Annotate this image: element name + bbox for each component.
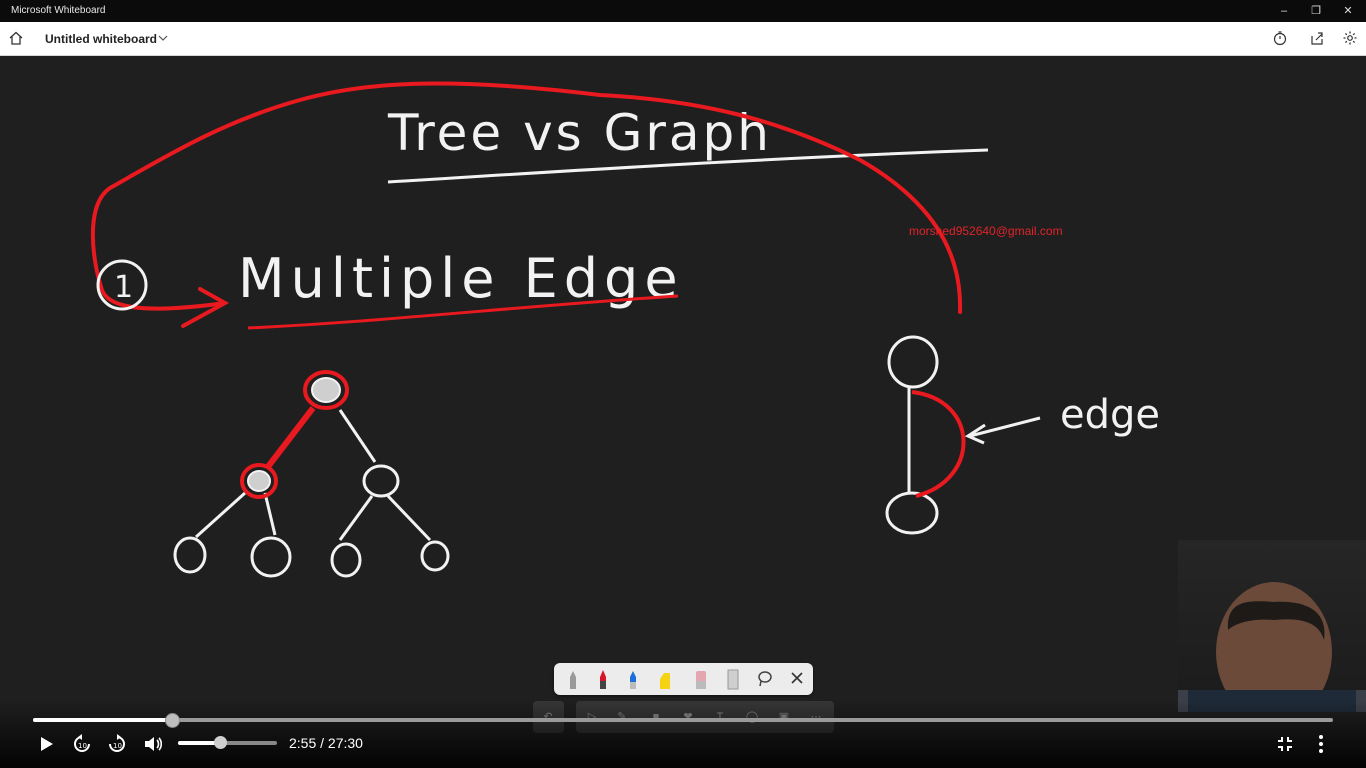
- volume-level: [178, 741, 220, 745]
- pen-blue-icon[interactable]: [620, 667, 646, 691]
- red-arrow-head: [181, 287, 230, 328]
- more-options-icon[interactable]: [1310, 733, 1332, 755]
- close-toolbar-icon[interactable]: [784, 667, 810, 691]
- share-icon[interactable]: [1309, 30, 1325, 46]
- seek-thumb[interactable]: [164, 713, 180, 728]
- close-window-button[interactable]: ✕: [1343, 5, 1353, 17]
- inking-toolbar: [554, 663, 813, 695]
- volume-slider[interactable]: [178, 736, 277, 749]
- pen-black-icon[interactable]: [560, 667, 586, 691]
- whiteboard-appbar: Untitled whiteboard: [0, 22, 1366, 56]
- play-icon[interactable]: [35, 733, 57, 755]
- exit-fullscreen-icon[interactable]: [1274, 733, 1296, 755]
- tree-diagram: [173, 370, 450, 578]
- settings-gear-icon[interactable]: [1342, 30, 1358, 46]
- eraser-icon[interactable]: [688, 667, 714, 691]
- subheading-ink: Multiple Edge: [238, 247, 684, 310]
- timer-icon[interactable]: [1272, 30, 1288, 46]
- home-icon[interactable]: [8, 30, 24, 46]
- restore-button[interactable]: ❐: [1311, 5, 1321, 17]
- board-title[interactable]: Untitled whiteboard: [45, 32, 157, 46]
- seek-bar[interactable]: [33, 713, 1333, 728]
- ruler-icon[interactable]: [720, 667, 746, 691]
- point-circle: [96, 259, 148, 311]
- video-controls-bar: [0, 700, 1366, 768]
- watermark-email: morshed952640@gmail.com: [909, 224, 1063, 238]
- heading-ink: Tree vs Graph: [387, 104, 772, 162]
- heading-underline: [387, 148, 989, 184]
- edge-label: edge: [1060, 392, 1160, 438]
- lasso-icon[interactable]: [752, 667, 778, 691]
- webcam-overlay: [1178, 540, 1366, 712]
- graph-diagram: [885, 335, 1041, 535]
- minimize-button[interactable]: –: [1280, 5, 1288, 17]
- presenter-avatar: [1178, 582, 1366, 712]
- rewind-10-icon[interactable]: 10: [71, 733, 93, 755]
- svg-text:10: 10: [113, 742, 122, 750]
- highlighter-yellow-icon[interactable]: [652, 667, 678, 691]
- whiteboard-canvas[interactable]: Tree vs Graph 1 Multiple Edge: [0, 56, 1366, 768]
- ink-layer: Tree vs Graph 1 Multiple Edge: [90, 81, 1160, 578]
- playback-time: 2:55 / 27:30: [289, 735, 363, 751]
- seek-bar-played: [33, 718, 171, 722]
- pen-red-icon[interactable]: [590, 667, 616, 691]
- volume-icon[interactable]: [142, 733, 164, 755]
- subheading-underline: [247, 294, 679, 330]
- forward-10-icon[interactable]: 10: [106, 733, 128, 755]
- point-number: 1: [114, 270, 133, 305]
- svg-text:10: 10: [78, 742, 87, 750]
- window-title: Microsoft Whiteboard: [11, 5, 106, 16]
- red-arrow-arc: [90, 81, 963, 314]
- chevron-down-icon[interactable]: [157, 32, 169, 44]
- window-titlebar: Microsoft Whiteboard – ❐ ✕: [0, 0, 1366, 22]
- volume-thumb[interactable]: [213, 736, 227, 749]
